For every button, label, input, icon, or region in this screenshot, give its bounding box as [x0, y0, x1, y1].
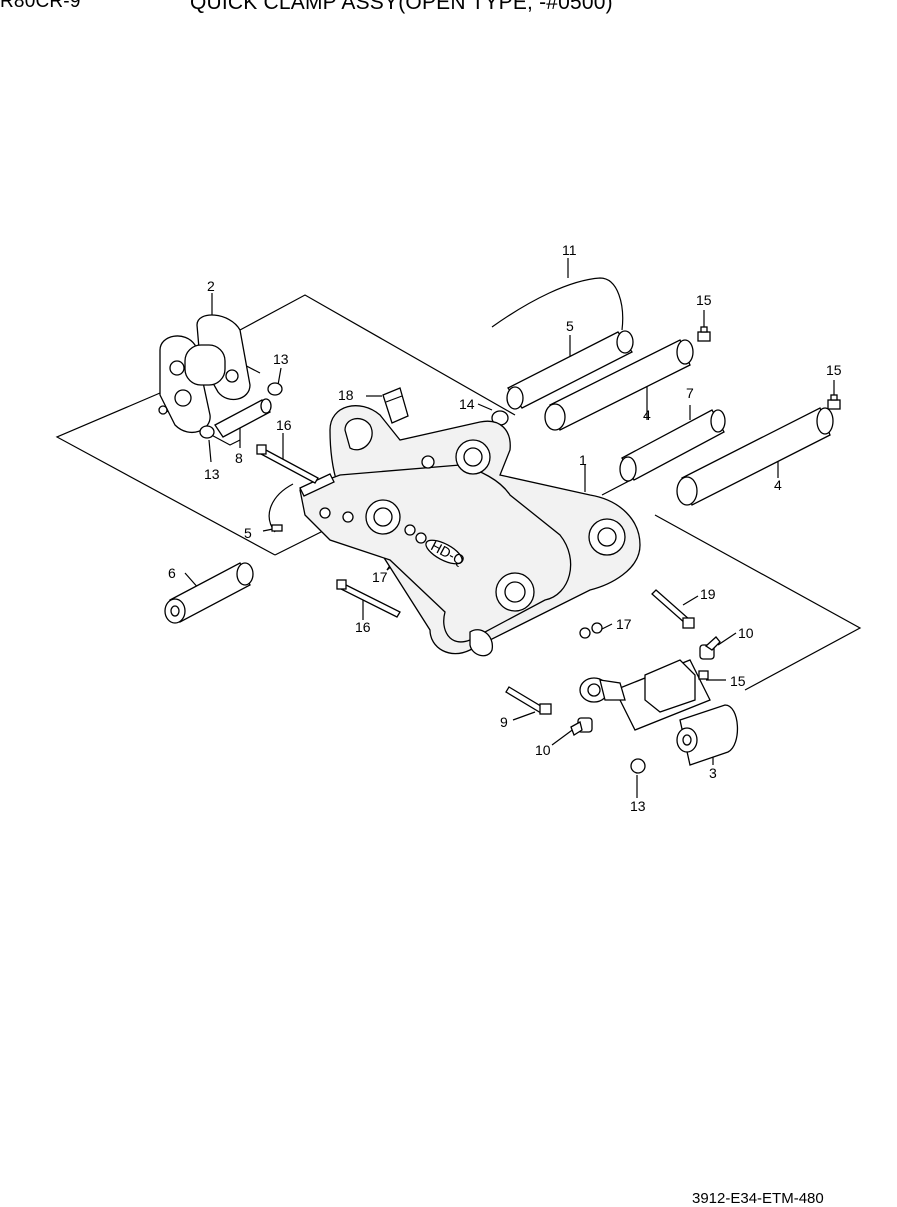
callout-5a: 5: [566, 318, 574, 334]
part-pin-5-lower: [268, 473, 335, 533]
o-ring-13b: [199, 425, 215, 439]
nut-17b: [415, 532, 427, 544]
grease-nipple-15a: [697, 326, 711, 342]
callout-15c: 15: [730, 673, 746, 689]
page-title: QUICK CLAMP ASSY(OPEN TYPE, -#0500): [190, 0, 613, 14]
callout-1: 1: [579, 452, 587, 468]
callout-17a: 17: [372, 569, 388, 585]
callout-labels: 1 2 3 4 4 5 5 6 7 8 9 10 10 11 13 13 13 …: [168, 242, 842, 814]
model-name: R80CR-9: [0, 0, 81, 12]
drawing-code: 3912-E34-ETM-480: [692, 1190, 824, 1207]
callout-13c: 13: [630, 798, 646, 814]
callout-7: 7: [686, 385, 694, 401]
callout-4b: 4: [774, 477, 782, 493]
part-bolt-16b: [336, 579, 401, 618]
callout-10a: 10: [738, 625, 754, 641]
callout-9: 9: [500, 714, 508, 730]
o-ring-13a: [267, 382, 283, 396]
callout-16a: 16: [276, 417, 292, 433]
callout-19: 19: [700, 586, 716, 602]
o-ring-13c: [630, 758, 646, 774]
part-lock-18: [382, 387, 409, 424]
nut-17c: [579, 627, 591, 639]
part-pin-8: [214, 398, 272, 438]
part-pin-6: [164, 562, 254, 624]
part-pin-5-upper: [506, 330, 634, 410]
grease-nipple-15b: [827, 394, 841, 410]
part-cylinder-3: [579, 659, 739, 766]
callout-6: 6: [168, 565, 176, 581]
callout-10b: 10: [535, 742, 551, 758]
callout-2: 2: [207, 278, 215, 294]
callout-13b: 13: [204, 466, 220, 482]
callout-11: 11: [562, 242, 577, 258]
callout-17b: 17: [616, 616, 632, 632]
part-bolt-19: [651, 589, 695, 629]
callout-8: 8: [235, 450, 243, 466]
callout-4a: 4: [643, 407, 651, 423]
callout-15b: 15: [826, 362, 842, 378]
callout-18: 18: [338, 387, 354, 403]
callout-15a: 15: [696, 292, 712, 308]
callout-14: 14: [459, 396, 475, 412]
part-fitting-10a: [699, 636, 721, 660]
callout-16b: 16: [355, 619, 371, 635]
part-bolt-16a: [256, 444, 319, 484]
part-fitting-10b: [570, 717, 593, 736]
part-pin-7: [619, 409, 726, 482]
part-pin-4-lower: [676, 407, 834, 506]
part-bracket-2: [158, 314, 251, 434]
part-bolt-9: [505, 686, 552, 715]
callout-13a: 13: [273, 351, 289, 367]
callout-3: 3: [709, 765, 717, 781]
nut-17a: [404, 524, 416, 536]
part-wire-11: [491, 277, 624, 331]
part-main-body-1: HD-Q: [299, 405, 641, 657]
nut-17d: [591, 622, 603, 634]
part-pin-4-upper: [544, 339, 694, 431]
callout-5b: 5: [244, 525, 252, 541]
